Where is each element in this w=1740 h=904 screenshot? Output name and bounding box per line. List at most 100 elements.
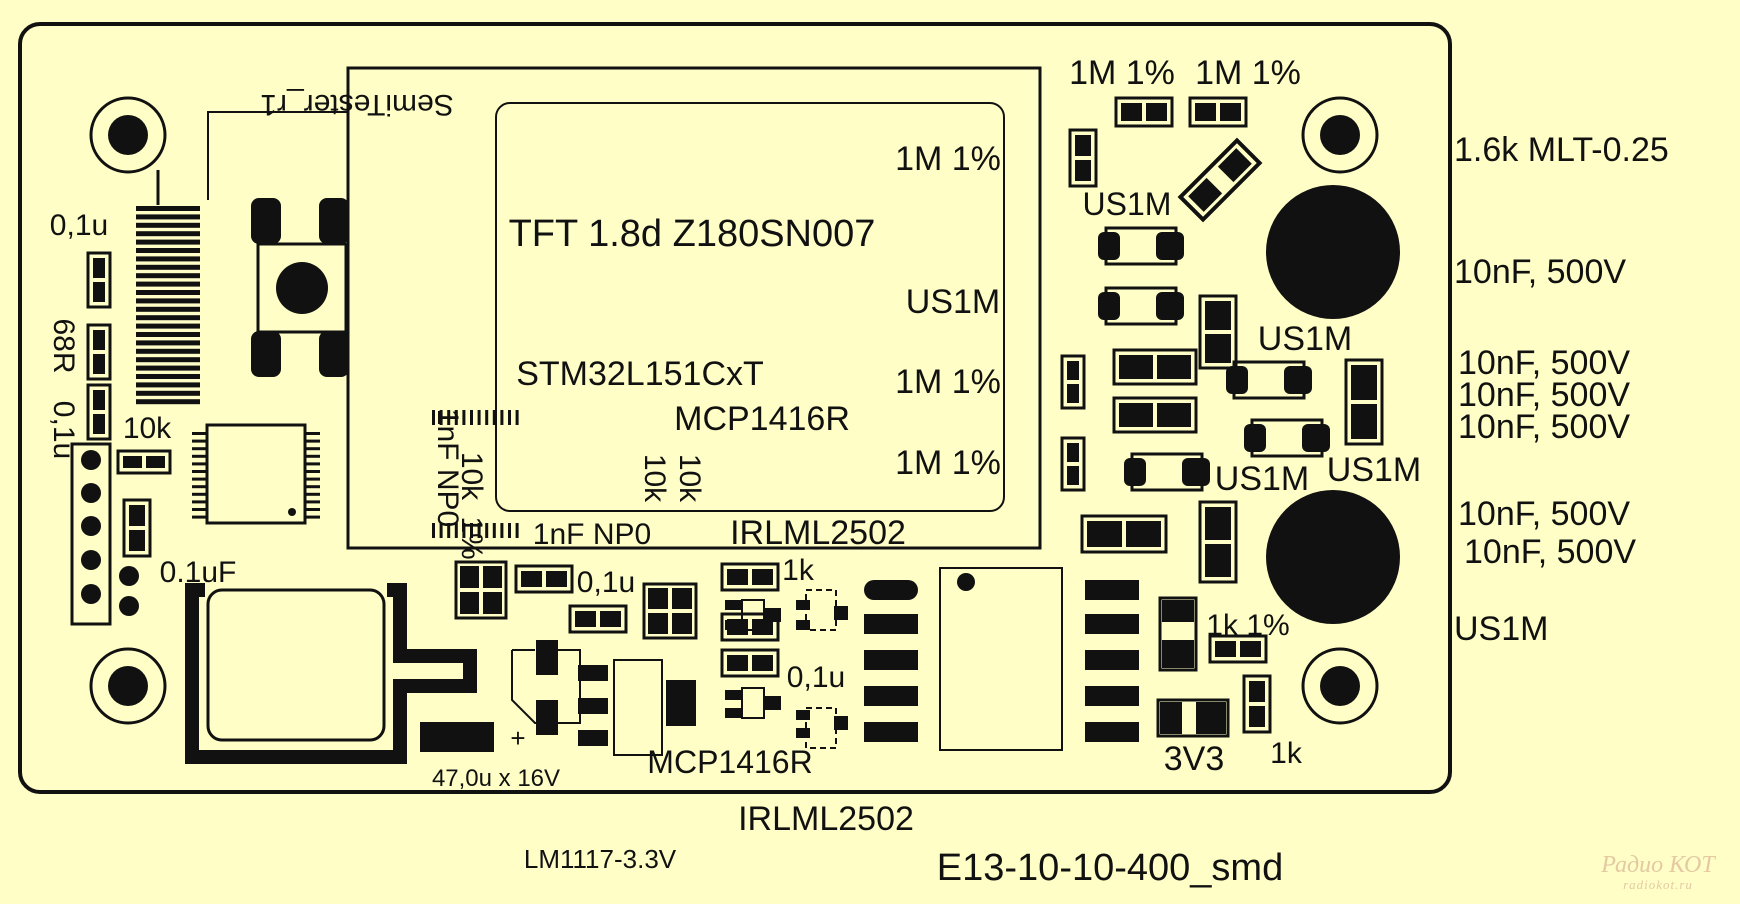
label-68r: 68R: [47, 318, 80, 373]
label-footer: E13-10-10-400_smd: [937, 847, 1283, 889]
legend-cap-4: 10nF, 500V: [1458, 408, 1630, 446]
smd-cap: [86, 383, 112, 441]
label-10k-a: 10k: [123, 412, 172, 445]
smd-cap: [86, 251, 112, 309]
label-us1m-e: US1M: [1327, 451, 1421, 489]
label-cap-01u-c: 0,1u: [787, 661, 845, 694]
smd-cap: [1060, 354, 1086, 410]
smd-res: [1114, 96, 1174, 128]
smd-diode: [1098, 286, 1184, 326]
label-us1m-a: US1M: [1083, 186, 1172, 222]
mcp-label-top: MCP1416R: [674, 400, 850, 438]
smd-cap: [122, 498, 152, 558]
tft-display-window: [495, 102, 1005, 512]
label-regulator: LM1117-3.3V: [524, 844, 677, 874]
label-3v3: 3V3: [1164, 740, 1225, 778]
label-us1m-c: US1M: [1258, 320, 1352, 358]
electrolytic-capacitor: [420, 640, 581, 752]
mounting-hole-top-right: [1301, 96, 1379, 174]
label-1m-1pct-b: 1M 1%: [1195, 54, 1301, 92]
smd-res: [720, 612, 780, 642]
pin-header: [70, 442, 139, 626]
smd-cap: [1112, 348, 1198, 386]
mounting-hole-bottom-left: [89, 647, 167, 725]
label-1m-1pct-a: 1M 1%: [1069, 54, 1175, 92]
pcb-outline: [18, 22, 1452, 794]
legend-cap-6: 10nF, 500V: [1464, 533, 1636, 571]
label-plus: +: [510, 723, 525, 753]
label-1k-b: 1k: [1270, 737, 1303, 770]
smd-cap: [454, 560, 508, 620]
label-cap-01u-b: 0,1u: [577, 566, 635, 599]
smd-res: [1188, 96, 1248, 128]
label-cap-01u-side: 0,1u: [47, 401, 80, 459]
smd-res: [1198, 294, 1238, 370]
mcu-label: STM32L151CxT: [516, 355, 764, 393]
label-10k-d: 10k: [673, 454, 706, 503]
label-1k-1pct: 1k 1%: [1206, 609, 1289, 642]
label-1nf-horizontal: 1nF NP0: [533, 518, 651, 551]
smd-res: [1242, 674, 1272, 734]
legend-cap-5: 10nF, 500V: [1458, 495, 1630, 533]
label-cap-01uF: 0.1uF: [160, 556, 237, 589]
label-cap-47u: 47,0u x 16V: [432, 765, 560, 792]
pcb-name-label: SemiTester_r1: [260, 88, 453, 121]
label-us1m-b: US1M: [906, 283, 1000, 321]
legend-cap-2: 10nF, 500V: [1458, 344, 1630, 382]
tft-display-outline: [346, 66, 1042, 550]
smd-resistor-rotated: [1177, 137, 1263, 223]
smd-cap: [1198, 500, 1238, 584]
mounting-hole-bottom-right: [1301, 647, 1379, 725]
watermark-url: radiokot.ru: [1623, 877, 1693, 892]
smd-cap: [1060, 436, 1086, 492]
label-irlml-top: IRLML2502: [730, 514, 906, 552]
smd-cap: [1068, 128, 1098, 188]
smd-diode: [1098, 226, 1184, 266]
label-1nf-vertical: 1nF NP0: [431, 409, 464, 527]
smd-cap: [1112, 396, 1198, 434]
legend-resistor: 1.6k MLT-0.25: [1454, 131, 1669, 169]
mcu-chip: [192, 410, 519, 538]
smd-res: [116, 449, 172, 475]
test-pad-bottom: [1266, 490, 1400, 624]
legend-cap-3: 10nF, 500V: [1458, 376, 1630, 414]
smd-res: [720, 562, 780, 592]
label-1k-a: 1k: [782, 554, 815, 587]
label-10k-b: 10k: [455, 452, 488, 501]
smd-res: [1080, 514, 1168, 554]
smd-res: [1344, 358, 1384, 446]
label-10k-c: 10k: [638, 454, 671, 503]
smd-res: [1208, 634, 1268, 664]
fpc-connector: [136, 111, 348, 405]
watermark: Радио КОТ radiokot.ru: [1598, 852, 1718, 892]
display-model-label: TFT 1.8d Z180SN007: [509, 213, 876, 255]
label-cap-01u-a: 0,1u: [50, 209, 108, 242]
label-1m-1pct-e: 1M 1%: [895, 444, 1001, 482]
ldo-regulator: [185, 583, 477, 764]
smd-res: [86, 323, 112, 381]
label-1pct: 1%: [455, 516, 488, 559]
legend-diode: US1M: [1454, 610, 1548, 648]
smd-diode: [1124, 452, 1210, 492]
soic8-chip: [864, 567, 1139, 751]
label-1m-1pct-d: 1M 1%: [895, 363, 1001, 401]
push-button: [251, 198, 349, 377]
smd-res: [514, 564, 574, 594]
smd-diode: [1226, 360, 1312, 400]
mcp-label-bottom: MCP1416R: [647, 744, 812, 780]
mosfet-footprint-2: [725, 687, 848, 749]
legend-cap-1: 10nF, 500V: [1454, 253, 1626, 291]
label-irlml-bottom: IRLML2502: [738, 800, 914, 838]
smd-diode: [1244, 418, 1330, 458]
smd-cap: [642, 582, 698, 640]
label-1m-1pct-c: 1M 1%: [895, 140, 1001, 178]
zener-diode: [1156, 596, 1230, 738]
smd-cap: [568, 604, 628, 634]
smd-res: [720, 648, 780, 678]
label-us1m-d: US1M: [1215, 460, 1309, 498]
mcp1416-chip: [578, 659, 696, 756]
watermark-logo: Радио КОТ: [1601, 852, 1715, 878]
mounting-hole-top-left: [89, 96, 167, 174]
test-pad-top: [1266, 185, 1400, 319]
